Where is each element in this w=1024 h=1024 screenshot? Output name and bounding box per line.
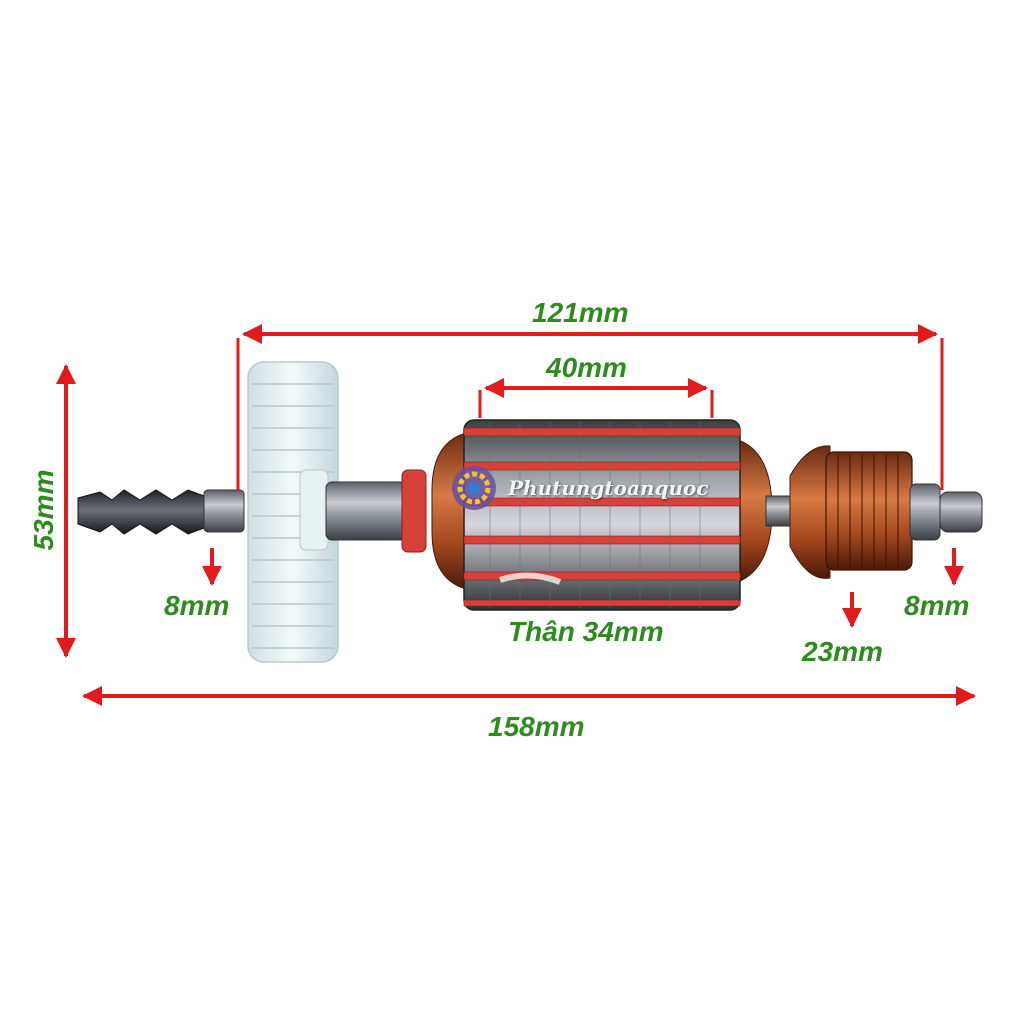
label-158mm: 158mm (488, 711, 585, 742)
label-core-diameter: Thân 34mm (508, 616, 664, 647)
armature-core (431, 419, 773, 611)
main-shaft (325, 469, 427, 553)
label-shaft-right-8mm: 8mm (904, 590, 970, 621)
dim-40-line (478, 378, 714, 418)
pointer-arrows (202, 548, 964, 628)
label-53mm: 53mm (28, 469, 59, 551)
label-121mm: 121mm (532, 297, 629, 328)
label-commutator-23mm: 23mm (802, 636, 883, 667)
label-shaft-left-8mm: 8mm (164, 590, 230, 621)
commutator (765, 445, 983, 579)
watermark-text: Phutungtoanquoc (508, 476, 709, 500)
cooling-fan (247, 361, 339, 663)
gear-shaft (77, 489, 245, 535)
dim-121-line (236, 324, 944, 490)
gear-logo (452, 466, 496, 510)
label-40mm: 40mm (546, 352, 627, 383)
